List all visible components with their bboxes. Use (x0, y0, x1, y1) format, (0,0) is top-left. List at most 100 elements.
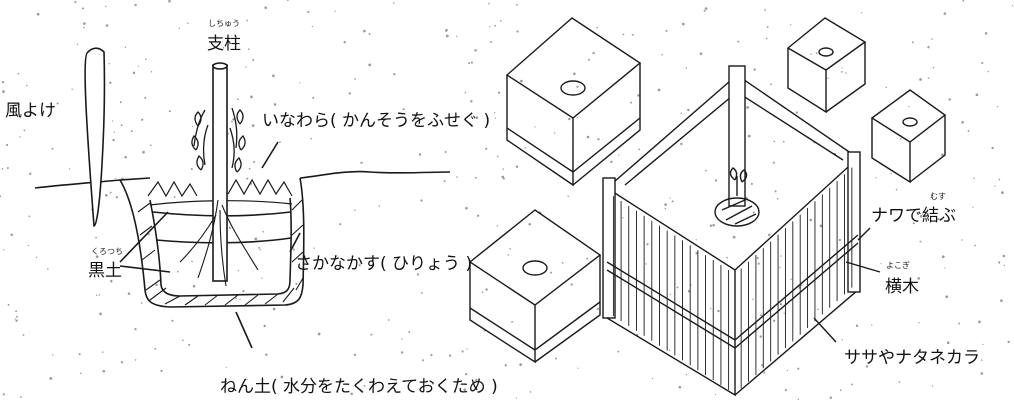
speckle (120, 124, 123, 127)
speckle (699, 52, 703, 56)
speckle (516, 30, 519, 33)
speckle (17, 72, 20, 75)
speckle (20, 396, 22, 398)
speckle (15, 310, 18, 313)
speckle (819, 224, 823, 228)
speckle (726, 256, 728, 259)
speckle (466, 348, 468, 350)
speckle (363, 29, 366, 33)
speckle (348, 92, 351, 95)
speckle (855, 324, 859, 327)
speckle (994, 185, 996, 187)
speckle (36, 12, 40, 16)
speckle (95, 294, 98, 297)
speckle (790, 24, 792, 26)
speckle (610, 160, 613, 164)
speckle (74, 1, 77, 4)
leader-fence-material (813, 317, 837, 343)
speckle (515, 165, 519, 168)
speckle (263, 324, 266, 328)
speckle (408, 330, 411, 333)
crossbar-ruby: よこぎ (886, 261, 910, 270)
speckle (402, 108, 405, 111)
speckle (784, 389, 787, 392)
speckle (239, 298, 241, 301)
speckle (19, 136, 21, 138)
speckle (851, 383, 854, 386)
speckle (773, 140, 776, 143)
speckle (704, 7, 708, 10)
speckle (664, 207, 667, 210)
speckle (786, 369, 789, 372)
speckle (144, 96, 147, 99)
speckle (251, 124, 255, 127)
speckle (363, 385, 366, 387)
speckle (509, 248, 512, 250)
speckle (353, 353, 357, 356)
speckle (150, 144, 152, 146)
speckle (516, 3, 518, 6)
speckle (776, 197, 779, 200)
support-stake (212, 64, 228, 282)
speckle (23, 129, 26, 132)
speckle (99, 312, 102, 316)
speckle (475, 116, 479, 120)
speckle (772, 319, 776, 322)
speckle (463, 388, 467, 392)
speckle (671, 200, 674, 203)
speckle (1, 81, 4, 84)
speckle (1002, 254, 1006, 258)
speckle (511, 320, 514, 323)
speckle (264, 6, 267, 9)
crossbar-label: 横木 (885, 277, 919, 297)
speckle (592, 51, 595, 55)
speckle (52, 354, 54, 356)
speckle (774, 190, 777, 193)
speckle (237, 98, 239, 101)
speckle (795, 111, 798, 114)
speckle (145, 58, 147, 61)
speckle (22, 334, 25, 336)
speckle (254, 237, 258, 241)
speckle (1003, 264, 1006, 267)
speckle (134, 3, 137, 7)
leader-black-soil-2 (119, 265, 171, 273)
leader-straw (261, 141, 279, 169)
speckle (622, 33, 625, 36)
tie-label: ナワで結ぶ (871, 206, 956, 226)
speckle (669, 293, 671, 296)
speckle (919, 240, 922, 243)
speckle (485, 288, 488, 291)
speckle (76, 43, 79, 45)
speckle (392, 2, 395, 4)
speckle (944, 267, 946, 269)
speckle (307, 10, 310, 13)
speckle (272, 74, 275, 78)
speckle (160, 369, 163, 372)
speckle (51, 147, 54, 150)
speckle (470, 100, 473, 103)
speckle (461, 350, 464, 353)
speckle (120, 361, 124, 364)
speckle (978, 320, 981, 324)
speckle (109, 81, 112, 85)
speckle (766, 25, 769, 28)
speckle (415, 113, 418, 116)
speckle (567, 195, 569, 198)
speckle (191, 260, 193, 263)
speckle (1011, 5, 1014, 7)
speckle (596, 307, 599, 311)
speckle (504, 364, 507, 367)
speckle (899, 138, 902, 140)
speckle (927, 46, 930, 49)
speckle (570, 283, 573, 286)
speckle (763, 371, 766, 374)
speckle (420, 292, 423, 294)
speckle (529, 391, 532, 393)
speckle (981, 61, 984, 65)
speckle (678, 385, 682, 389)
speckle (235, 297, 237, 300)
speckle (286, 0, 289, 1)
